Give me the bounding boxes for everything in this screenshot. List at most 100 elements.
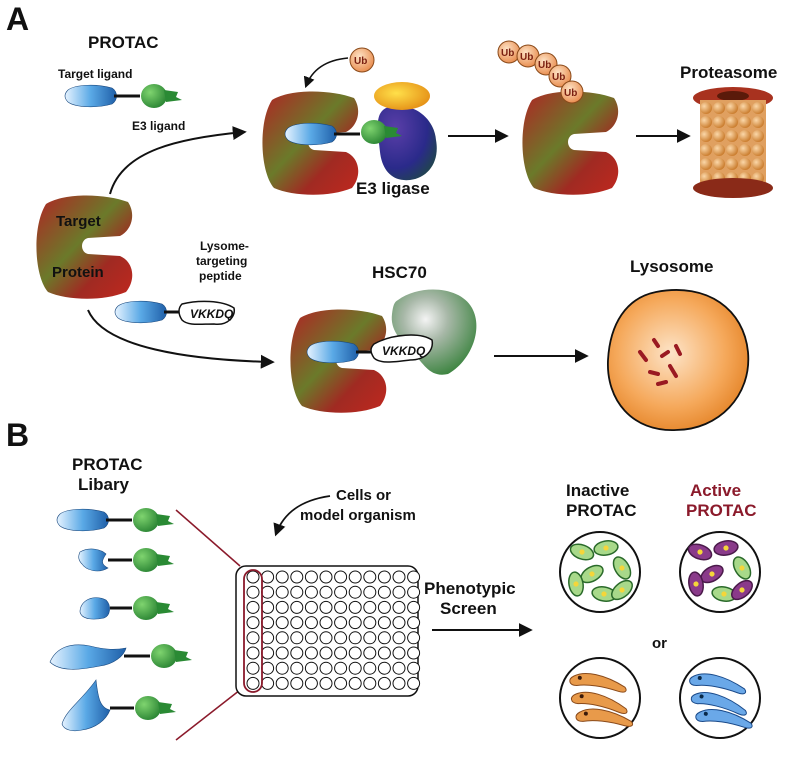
arrow-to-hsc70-complex	[87, 309, 275, 369]
plate-well	[392, 676, 406, 690]
plate-well	[304, 661, 318, 675]
inactive-organism-dish	[559, 657, 641, 739]
proteasome	[693, 87, 773, 198]
ternary-complex	[262, 82, 437, 195]
plate-well	[363, 661, 377, 675]
plate-well	[304, 616, 318, 630]
plate-well	[275, 600, 289, 614]
inactive-label-2: PROTAC	[566, 501, 637, 520]
plate-well	[407, 661, 421, 675]
e3-ligand-label: E3 ligand	[132, 119, 185, 133]
plate-well	[304, 585, 318, 599]
plate-well	[334, 661, 348, 675]
cells-label-2: model organism	[300, 507, 416, 524]
lysosome-label: Lysosome	[630, 257, 713, 276]
plate-well	[246, 585, 260, 599]
plate-well	[319, 676, 333, 690]
ubiquitin-single: Ub	[349, 47, 375, 73]
plate-well	[304, 631, 318, 645]
plate-well	[319, 646, 333, 660]
library-molecule-3	[79, 596, 174, 620]
plate-well	[334, 616, 348, 630]
plate-well	[319, 585, 333, 599]
plate-well	[290, 661, 304, 675]
plate-well	[290, 616, 304, 630]
library-molecule-2	[78, 548, 174, 572]
plate-well	[377, 570, 391, 584]
plate-well	[290, 646, 304, 660]
plate-well	[275, 616, 289, 630]
plate-well	[348, 600, 362, 614]
ub-chain-label-5: Ub	[564, 88, 577, 99]
plate-well	[275, 676, 289, 690]
active-organism-dish	[679, 657, 761, 739]
library-molecule-4	[49, 644, 192, 670]
plate-well	[348, 570, 362, 584]
inactive-cells-dish	[559, 531, 641, 613]
hsc70-complex: VKKDQ	[290, 289, 477, 413]
plate-well	[377, 616, 391, 630]
protac-molecule	[64, 84, 182, 108]
plate-well	[377, 676, 391, 690]
ub-transfer-arrow	[303, 57, 349, 89]
plate-well	[261, 646, 275, 660]
highlighted-column	[243, 569, 263, 693]
plate-well	[246, 616, 260, 630]
plate-well	[319, 570, 333, 584]
plate-well	[348, 631, 362, 645]
library-molecule-5	[61, 679, 176, 732]
arrow-to-ternary-complex	[109, 126, 247, 195]
ubiquitinated-protein	[522, 91, 619, 195]
plate-well	[348, 585, 362, 599]
e2-enzyme	[374, 82, 430, 110]
library-connector-bottom	[175, 689, 241, 741]
plate-well	[348, 646, 362, 660]
hsc70-label: HSC70	[372, 263, 427, 282]
plate-well	[290, 600, 304, 614]
plate-well	[246, 600, 260, 614]
plate-well	[261, 631, 275, 645]
plate-well	[392, 600, 406, 614]
plate-well	[392, 585, 406, 599]
degraded-fragments	[638, 338, 682, 386]
peptide-label: VKKDQ	[190, 307, 234, 321]
panel-a-letter: A	[6, 1, 29, 37]
library-label-1: PROTAC	[72, 455, 143, 474]
plate-well	[334, 600, 348, 614]
lysome-label-3: peptide	[199, 269, 242, 283]
target-protein-label-2: Protein	[52, 264, 104, 281]
plate-well	[304, 676, 318, 690]
ub-chain-label-3: Ub	[538, 60, 551, 71]
plate-well	[319, 616, 333, 630]
plate-well	[290, 585, 304, 599]
ub-label: Ub	[354, 56, 367, 67]
plate-well	[407, 585, 421, 599]
plate-well	[407, 646, 421, 660]
protac-title: PROTAC	[88, 33, 159, 52]
plate-well	[319, 661, 333, 675]
plate-well	[275, 646, 289, 660]
plate-well	[319, 600, 333, 614]
plate-well	[407, 616, 421, 630]
plate-well	[377, 631, 391, 645]
ub-chain-label-1: Ub	[501, 48, 514, 59]
proteasome-label: Proteasome	[680, 63, 777, 82]
target-ligand-label: Target ligand	[58, 67, 132, 81]
or-label: or	[652, 635, 667, 652]
polyubiquitin-chain: Ub Ub Ub Ub Ub	[497, 40, 584, 104]
cells-arrow	[273, 495, 331, 537]
plate-well	[334, 676, 348, 690]
plate-well	[246, 676, 260, 690]
library-connector-top	[175, 509, 241, 567]
active-cells-dish	[679, 531, 761, 613]
inactive-label-1: Inactive	[566, 481, 629, 500]
plate-well	[290, 631, 304, 645]
plate-well	[377, 646, 391, 660]
hsc70-chaperone	[391, 289, 477, 375]
plate-well	[304, 570, 318, 584]
plate-well	[407, 570, 421, 584]
plate-well	[261, 585, 275, 599]
lysosome-targeting-chimera: VKKDQ	[114, 300, 236, 326]
well-plate	[235, 565, 421, 697]
